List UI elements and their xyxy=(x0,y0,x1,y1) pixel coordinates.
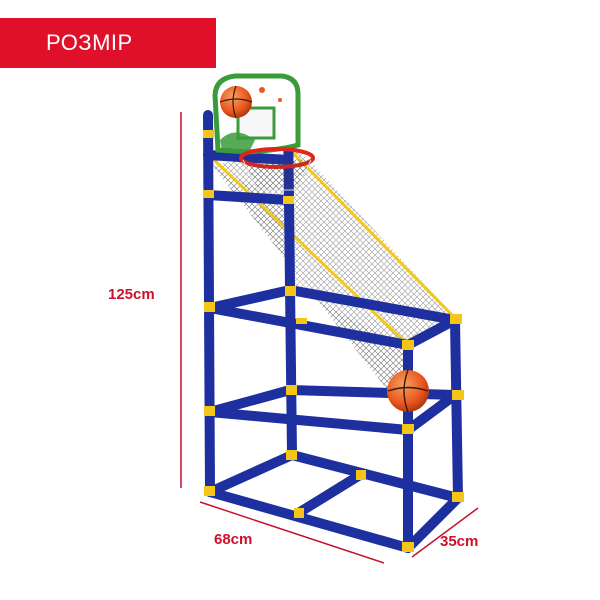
banner-title: РОЗМІР xyxy=(46,30,133,55)
basketball xyxy=(387,369,429,413)
frame-tubes xyxy=(203,110,463,553)
ball-return-net xyxy=(212,150,458,410)
width-label: 68cm xyxy=(214,531,253,548)
basketball-graphic xyxy=(219,85,253,119)
width-dimension-line xyxy=(199,501,385,564)
hoop-rim xyxy=(239,147,315,191)
title-banner: РОЗМІР xyxy=(0,18,216,68)
depth-dimension-line xyxy=(411,507,479,558)
height-label: 125cm xyxy=(108,286,155,303)
depth-label: 35cm xyxy=(440,533,479,550)
